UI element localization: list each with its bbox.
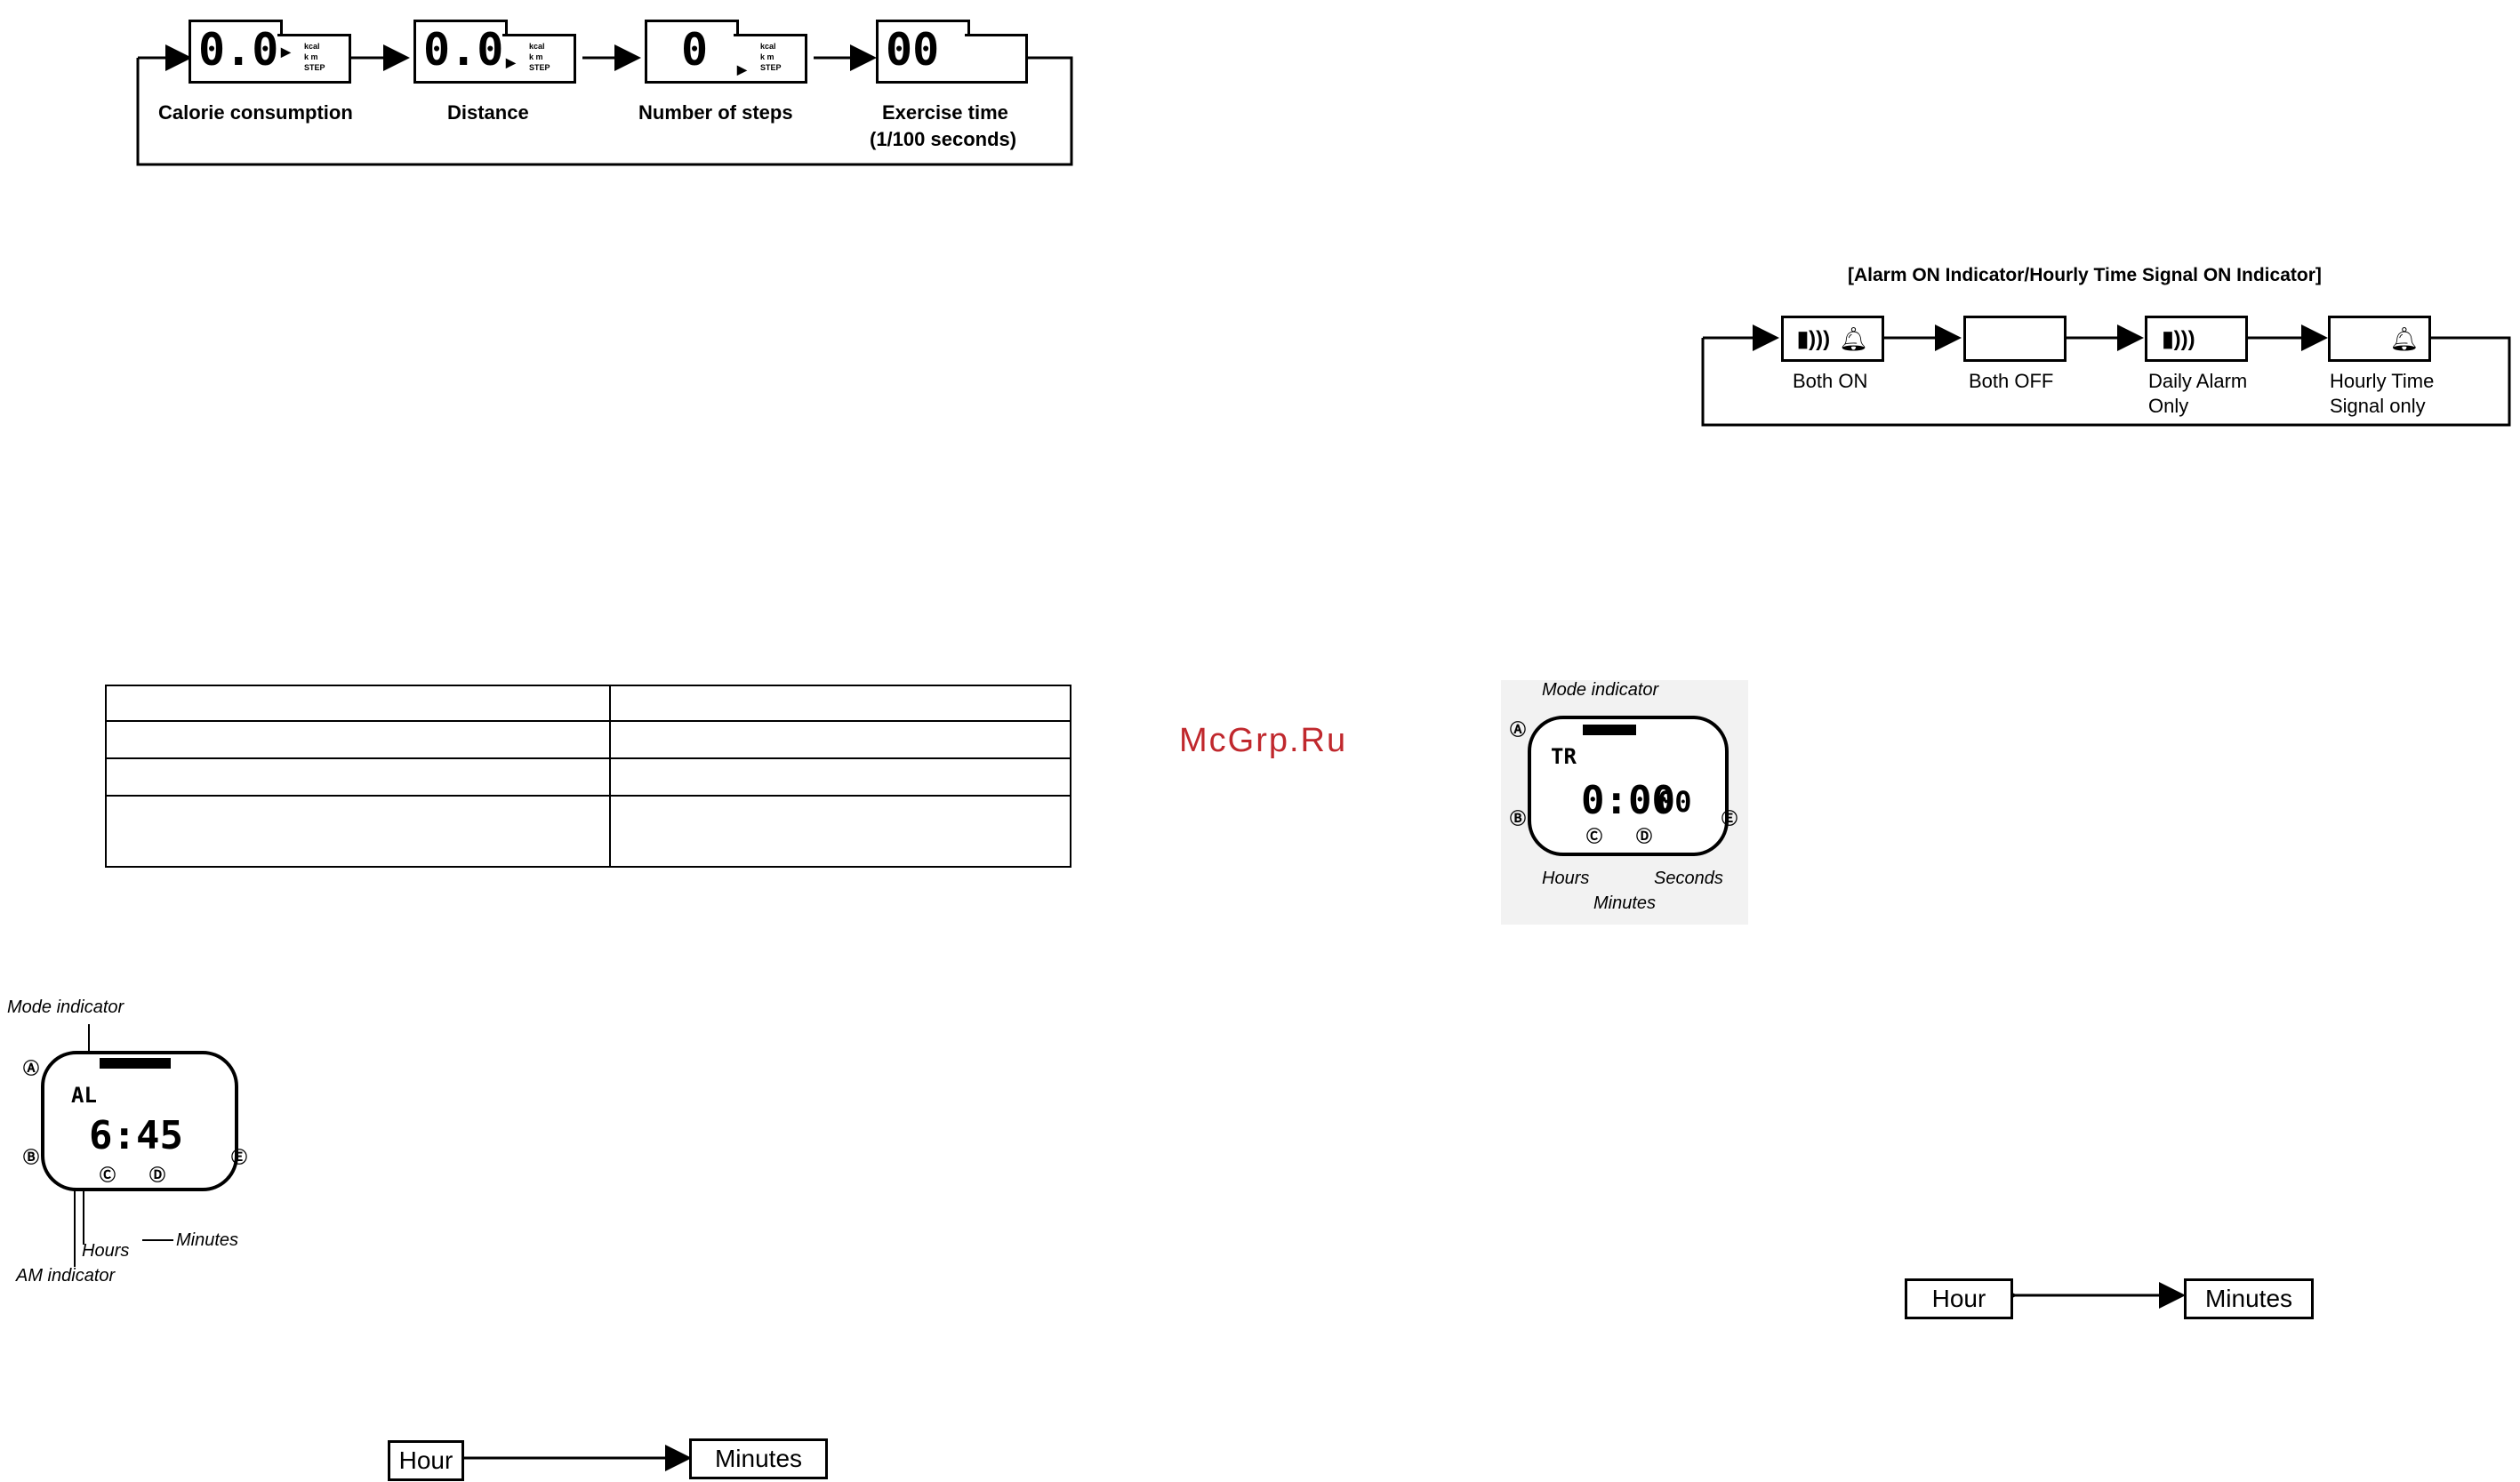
step-label-exercise-time-sub: (1/100 seconds) <box>870 128 1017 150</box>
state-label: Daily Alarm <box>2148 370 2248 392</box>
bell-icon: 🔔︎ <box>2389 324 2420 352</box>
button-e-icon: Ⓔ <box>231 1149 247 1166</box>
display-time: 0:00 <box>1581 778 1675 823</box>
state-daily-alarm-box: ▮))) <box>2145 316 2248 362</box>
state-label: Both ON <box>1793 370 1868 392</box>
button-c-icon: Ⓒ <box>1586 828 1602 845</box>
minutes-box-left: Minutes <box>689 1438 828 1479</box>
lcd-reading: 0.0 <box>198 24 279 76</box>
mode-indicator-label: Mode indicator <box>7 997 124 1017</box>
lcd-unit-tag: kcal k m STEP ▶ <box>502 34 576 84</box>
step-label-exercise-time: Exercise time <box>882 101 1008 124</box>
table-row <box>105 720 1071 759</box>
hours-label: Hours <box>1542 869 1590 888</box>
pointer-icon: ▶ <box>506 55 516 69</box>
button-b-icon: Ⓑ <box>23 1149 39 1166</box>
button-b-icon: Ⓑ <box>1510 810 1526 828</box>
state-hourly-signal-box: 🔔︎ <box>2328 316 2431 362</box>
unit-tag-step: STEP <box>760 63 782 72</box>
unit-tag-step: STEP <box>304 63 325 72</box>
button-a-icon: Ⓐ <box>23 1060 39 1077</box>
step-label-distance: Distance <box>447 101 529 124</box>
unit-tag-kcal: kcal <box>760 42 776 51</box>
bell-icon: 🔔︎ <box>1839 324 1869 352</box>
state-label-line2: Only <box>2148 395 2189 417</box>
mode-indicator-label: Mode indicator <box>1542 680 1659 700</box>
flow-return-line <box>136 56 1073 166</box>
watermark: McGrp.Ru <box>1179 722 1348 759</box>
button-a-icon: Ⓐ <box>1510 721 1526 739</box>
lcd-blank-tag <box>965 34 1028 84</box>
display-seconds: 00 <box>1657 785 1692 819</box>
unit-tag-km: k m <box>304 52 318 61</box>
lcd-calorie: 0.0 <box>189 20 283 84</box>
state-label: Both OFF <box>1969 370 2054 392</box>
unit-tag-kcal: kcal <box>304 42 320 51</box>
display-mode-text: TR <box>1551 744 1577 769</box>
hour-box-left: Hour <box>388 1440 464 1481</box>
unit-tag-km: k m <box>760 52 774 61</box>
watch-case <box>1528 716 1729 856</box>
alarm-waves-icon: ▮))) <box>1796 326 1831 351</box>
alarm-indicator-title: [Alarm ON Indicator/Hourly Time Signal O… <box>1848 265 2322 285</box>
pointer-icon: ▶ <box>737 62 747 76</box>
state-label: Hourly Time <box>2330 370 2435 392</box>
lcd-reading: 0 <box>681 24 709 76</box>
seconds-label: Seconds <box>1654 869 1723 888</box>
button-d-icon: Ⓓ <box>149 1166 165 1184</box>
state-label-line2: Signal only <box>2330 395 2426 417</box>
step-label-steps: Number of steps <box>638 101 793 124</box>
table-row <box>105 757 1071 797</box>
display-mode-text: AL <box>71 1083 97 1108</box>
state-both-on-box: ▮))) 🔔︎ <box>1781 316 1884 362</box>
blank-table <box>105 685 1071 868</box>
unit-tag-kcal: kcal <box>529 42 545 51</box>
button-d-icon: Ⓓ <box>1636 828 1652 845</box>
display-time: 6:45 <box>89 1113 183 1158</box>
lcd-exercise-time: 00 <box>876 20 970 84</box>
table-row <box>105 685 1071 722</box>
minutes-label: Minutes <box>176 1230 239 1250</box>
minutes-box-right: Minutes <box>2184 1278 2314 1319</box>
mode-bar <box>1583 725 1636 735</box>
lcd-reading: 0.0 <box>423 24 504 76</box>
hour-box-right: Hour <box>1905 1278 2013 1319</box>
button-c-icon: Ⓒ <box>100 1166 116 1184</box>
minutes-label: Minutes <box>1593 893 1657 913</box>
pointer-icon: ▶ <box>281 44 291 59</box>
lcd-steps: 0 <box>645 20 739 84</box>
hours-label: Hours <box>82 1241 130 1261</box>
lcd-distance: 0.0 <box>413 20 508 84</box>
lcd-unit-tag: kcal k m STEP ▶ <box>277 34 351 84</box>
timer-watch-illustration: Mode indicator Ⓐ Ⓑ Ⓔ TR 0:00 00 Ⓒ Ⓓ Hour… <box>1501 680 1748 925</box>
alarm-waves-icon: ▮))) <box>2162 326 2195 351</box>
step-label-calorie: Calorie consumption <box>158 101 353 124</box>
mode-bar <box>100 1058 171 1069</box>
button-e-icon: Ⓔ <box>1721 810 1738 828</box>
unit-tag-step: STEP <box>529 63 550 72</box>
unit-tag-km: k m <box>529 52 543 61</box>
lcd-reading: 00 <box>886 24 940 76</box>
lcd-unit-tag: kcal k m STEP ▶ <box>734 34 807 84</box>
table-row <box>105 795 1071 868</box>
am-indicator-label: AM indicator <box>16 1266 116 1286</box>
state-both-off-box <box>1963 316 2067 362</box>
watch-case <box>41 1051 238 1191</box>
